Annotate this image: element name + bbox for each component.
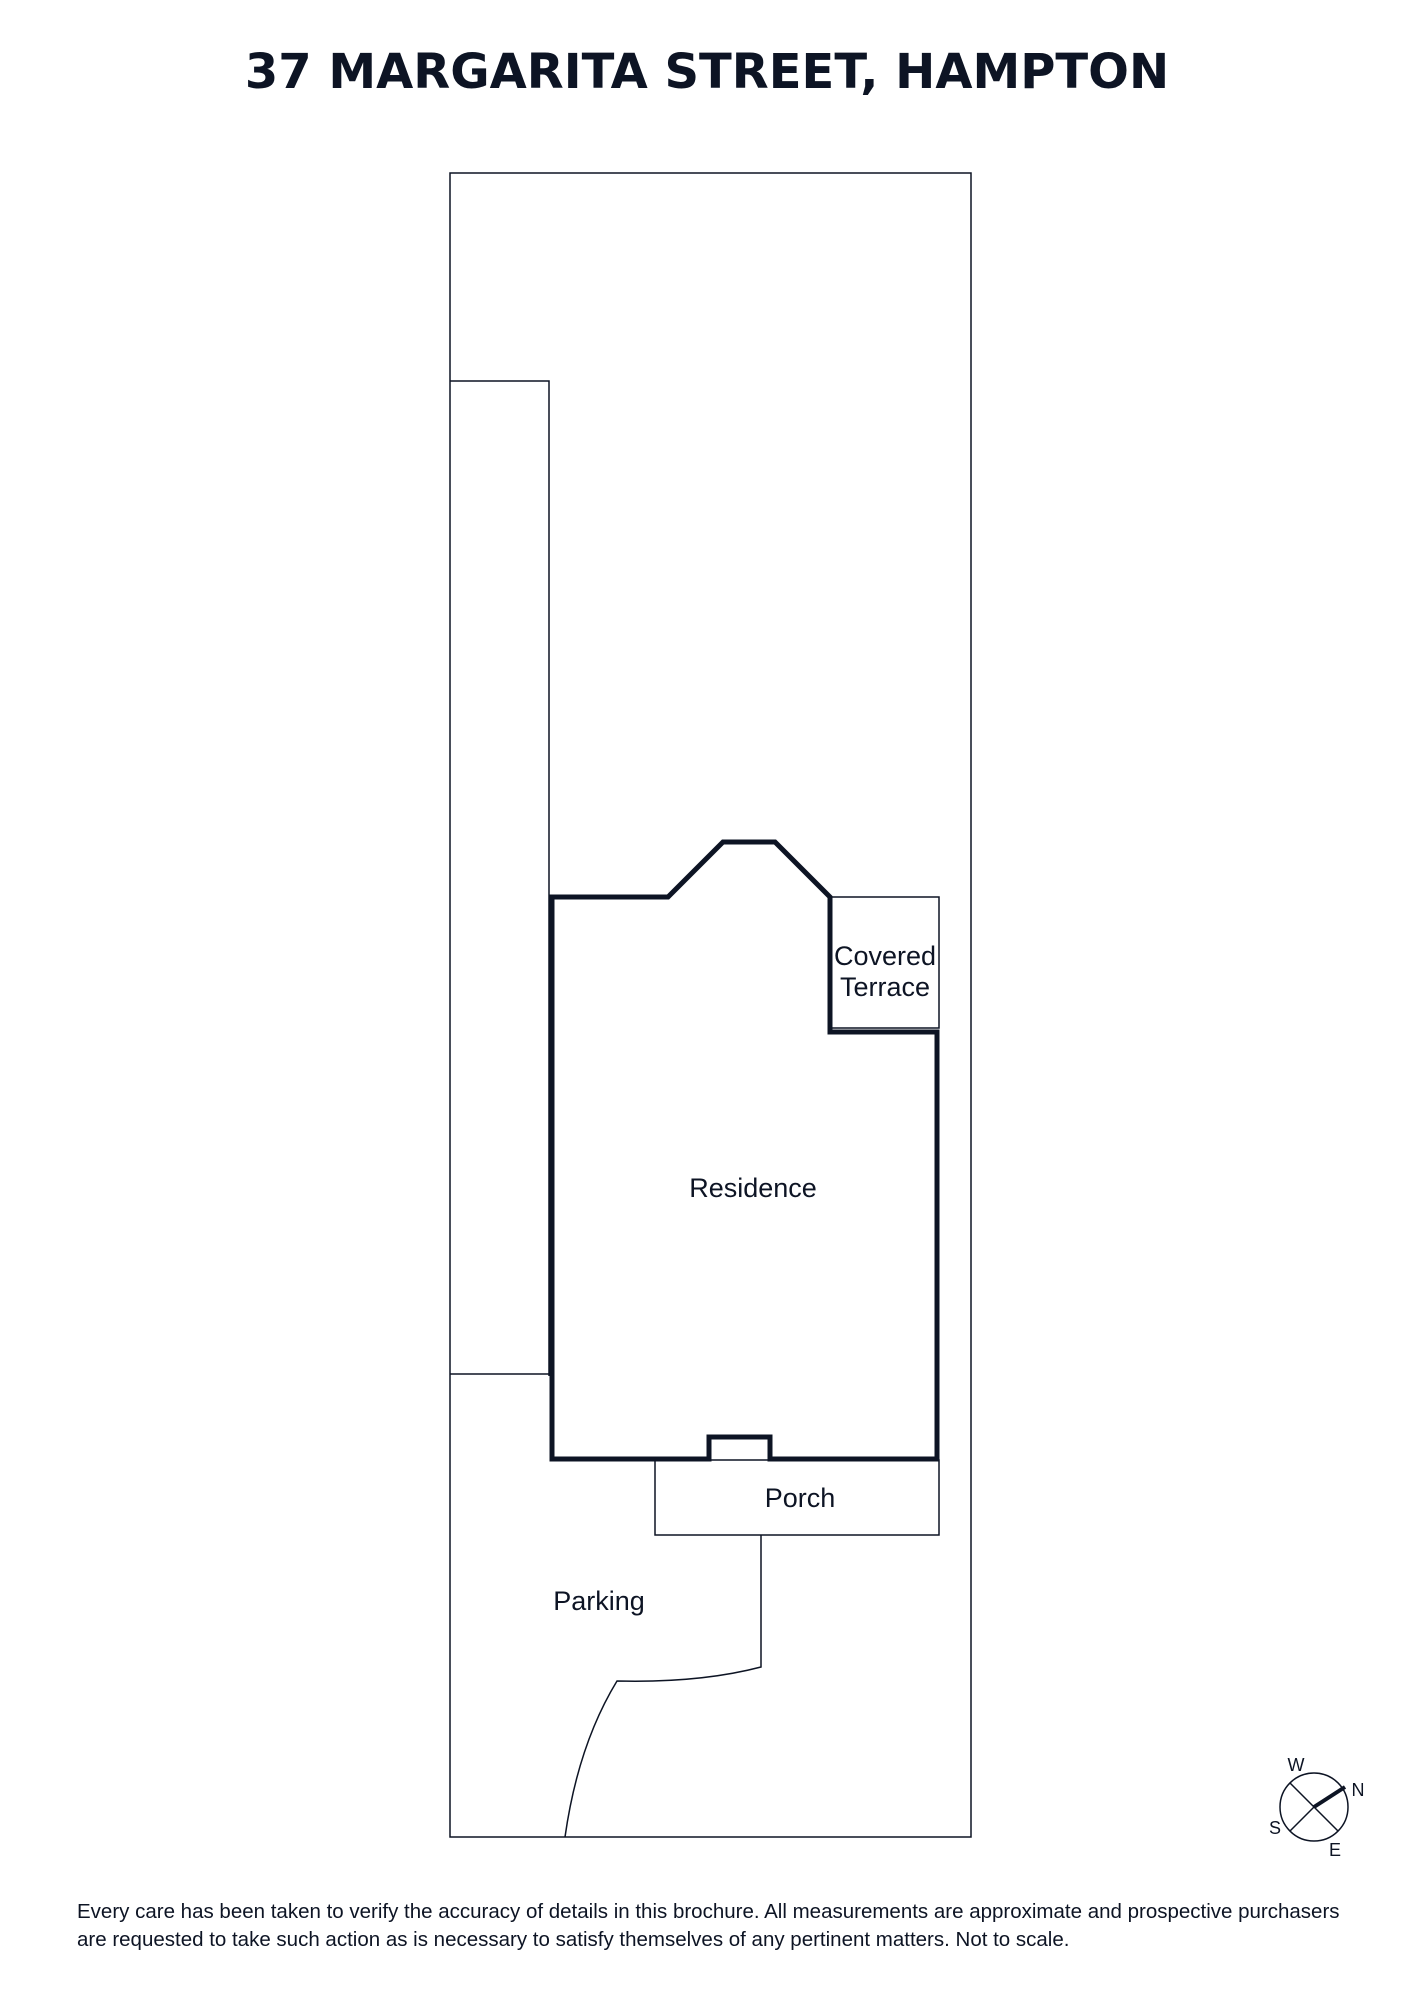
property-boundary: [449, 172, 972, 1838]
covered-terrace-label-line2: Terrace: [840, 972, 930, 1002]
residence-label: Residence: [689, 1173, 817, 1203]
entry-path: [564, 1535, 762, 1838]
porch-label: Porch: [765, 1483, 836, 1513]
compass-icon: W N S E: [1269, 1755, 1365, 1860]
compass-north-needle: [1312, 1785, 1347, 1809]
compass-west-label: W: [1288, 1755, 1305, 1775]
disclaimer-text: Every care has been taken to verify the …: [77, 1900, 1340, 1951]
side-strip-outline: [450, 380, 550, 1375]
residence-outline: [549, 839, 940, 1462]
parking-label: Parking: [553, 1586, 645, 1616]
compass-north-label: N: [1352, 1780, 1365, 1800]
compass-east-label: E: [1329, 1840, 1341, 1860]
compass-south-label: S: [1269, 1818, 1281, 1838]
covered-terrace-label-line1: Covered: [834, 941, 936, 971]
page-title: 37 MARGARITA STREET, HAMPTON: [244, 44, 1170, 100]
